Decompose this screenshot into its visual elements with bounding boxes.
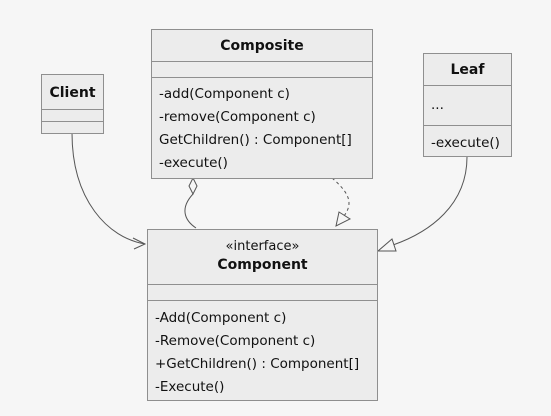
methods-compartment	[42, 122, 103, 133]
attributes-compartment	[148, 285, 377, 301]
client-component-association	[71, 132, 146, 245]
attribute: ...	[431, 97, 444, 113]
method: -execute()	[159, 155, 228, 171]
realization-triangle-composite	[335, 211, 352, 227]
method: -Execute()	[155, 379, 225, 395]
class-leaf[interactable]: Leaf ... -execute()	[423, 53, 512, 157]
composite-component-realization	[331, 177, 350, 217]
class-composite[interactable]: Composite -add(Component c) -remove(Comp…	[151, 29, 373, 179]
methods-compartment: -execute()	[424, 126, 511, 155]
methods-compartment: -add(Component c) -remove(Component c) G…	[152, 78, 372, 175]
method: -Add(Component c)	[155, 310, 287, 326]
class-component[interactable]: «interface» Component -Add(Component c) …	[147, 229, 378, 401]
aggregation-diamond	[188, 176, 198, 196]
composite-component-aggregation	[184, 193, 197, 229]
class-header: Composite	[152, 30, 372, 62]
association-arrowhead	[132, 237, 147, 250]
class-name: Leaf	[450, 62, 485, 78]
leaf-component-realization	[392, 156, 468, 246]
attributes-compartment	[152, 62, 372, 78]
method: -Remove(Component c)	[155, 333, 316, 349]
class-header: «interface» Component	[148, 230, 377, 285]
class-header: Leaf	[424, 54, 511, 86]
attributes-compartment: ...	[424, 86, 511, 126]
method: +GetChildren() : Component[]	[155, 356, 360, 372]
attributes-compartment	[42, 110, 103, 122]
method: -remove(Component c)	[159, 109, 316, 125]
method: GetChildren() : Component[]	[159, 132, 352, 148]
method: -execute()	[431, 135, 500, 151]
class-name: Client	[49, 85, 96, 101]
class-header: Client	[42, 75, 103, 110]
class-client[interactable]: Client	[41, 74, 104, 134]
class-name: Composite	[220, 38, 304, 54]
realization-triangle-leaf	[376, 238, 397, 252]
class-name: Component	[217, 257, 308, 273]
stereotype-label: «interface»	[225, 239, 300, 254]
method: -add(Component c)	[159, 86, 290, 102]
methods-compartment: -Add(Component c) -Remove(Component c) +…	[148, 301, 377, 399]
